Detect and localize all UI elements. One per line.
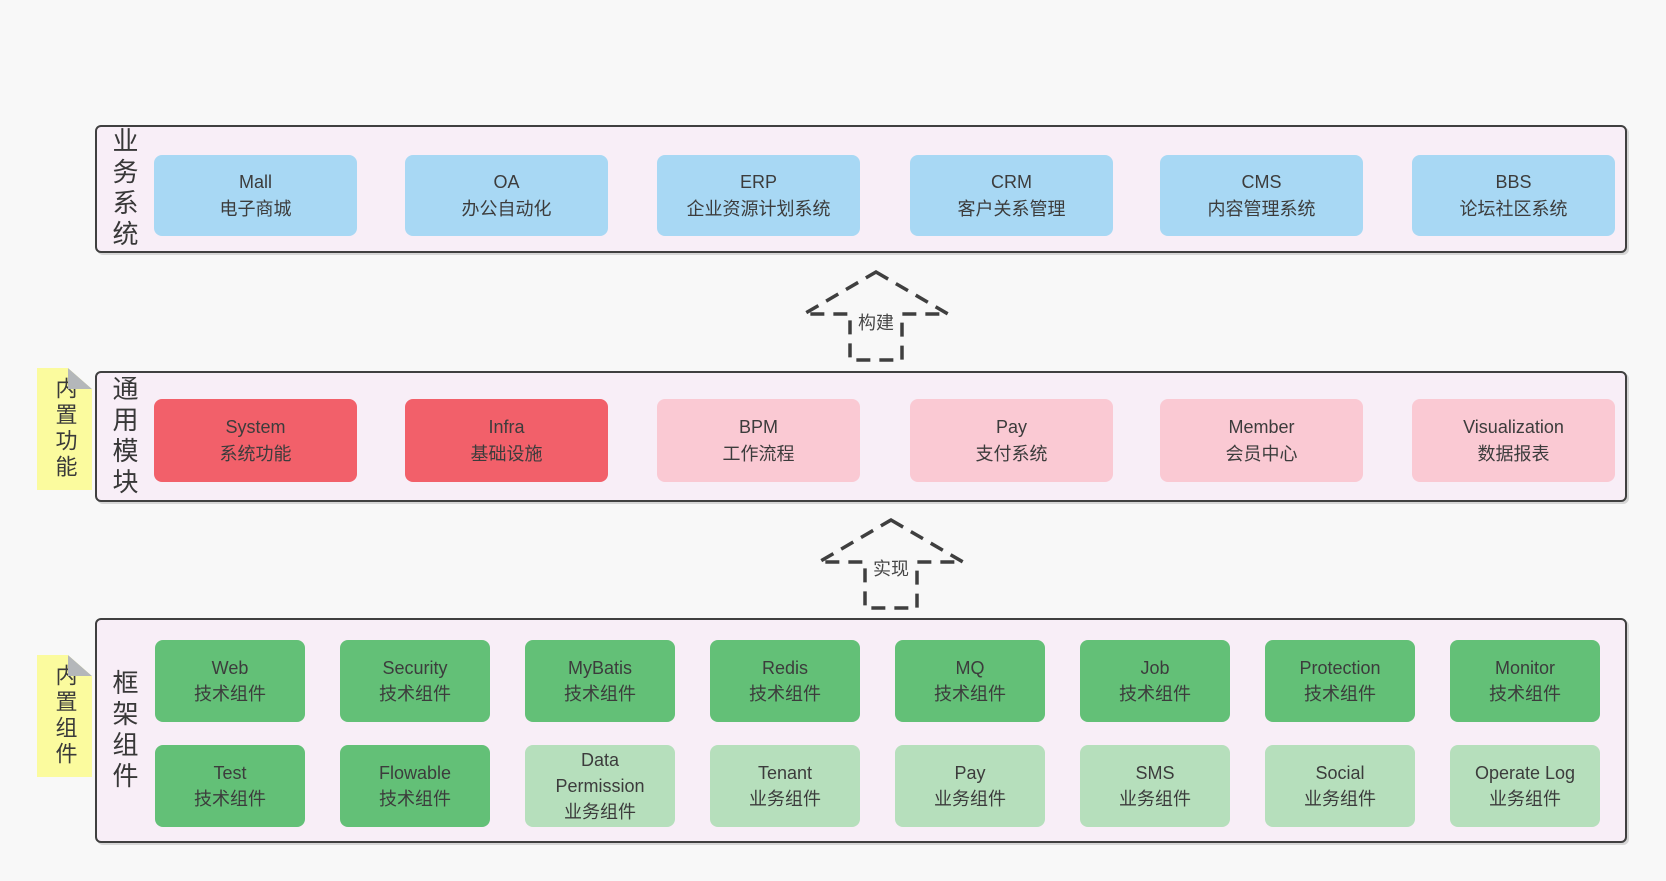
box-name: Security <box>382 657 448 678</box>
build-arrow-label: 构建 <box>853 307 899 337</box>
box-mybatis: MyBatis 技术组件 <box>525 640 675 722</box>
box-crm: CRM 客户关系管理 <box>910 155 1113 236</box>
box-bbs: BBS 论坛社区系统 <box>1412 155 1615 236</box>
box-desc: 客户关系管理 <box>957 198 1066 219</box>
layer-common-modules: 通用模块 System 系统功能 Infra 基础设施 BPM 工作流程 Pay… <box>95 371 1627 502</box>
box-name: BBS <box>1495 172 1532 193</box>
sticky-note-builtin-features: 内置功能 <box>37 368 92 490</box>
box-name: Web <box>211 657 249 678</box>
layer-business-systems: 业务系统 Mall 电子商城 OA 办公自动化 ERP 企业资源计划系统 CRM… <box>95 125 1627 253</box>
sticky-note-label: 内置功能 <box>52 377 78 481</box>
box-name: Pay <box>954 762 986 783</box>
box-desc: 数据报表 <box>1477 443 1550 464</box>
box-name: Tenant <box>757 762 813 783</box>
box-desc: 技术组件 <box>749 684 821 704</box>
box-erp: ERP 企业资源计划系统 <box>657 155 860 236</box>
box-oa: OA 办公自动化 <box>405 155 608 236</box>
box-name: Visualization <box>1463 417 1564 438</box>
box-desc: 支付系统 <box>975 443 1048 464</box>
box-desc: 技术组件 <box>564 684 636 704</box>
layer-title: 框架组件 <box>109 668 139 793</box>
box-desc: 系统功能 <box>219 443 292 464</box>
box-desc: 业务组件 <box>1489 789 1561 809</box>
box-name: Mall <box>238 172 272 193</box>
folded-corner-icon <box>68 655 92 676</box>
layer-title: 业务系统 <box>109 127 139 251</box>
box-mall: Mall 电子商城 <box>154 155 357 236</box>
box-pay-module: Pay 支付系统 <box>910 399 1113 482</box>
box-security: Security 技术组件 <box>340 640 490 722</box>
box-desc: 技术组件 <box>1489 684 1561 704</box>
box-desc: 技术组件 <box>934 684 1006 704</box>
box-desc: 业务组件 <box>1119 789 1191 809</box>
box-member: Member 会员中心 <box>1160 399 1363 482</box>
box-desc: 业务组件 <box>934 789 1006 809</box>
box-redis: Redis 技术组件 <box>710 640 860 722</box>
box-name: System <box>225 417 286 438</box>
box-test: Test 技术组件 <box>155 745 305 827</box>
folded-corner-icon <box>68 368 92 389</box>
box-name: Operate Log <box>1474 762 1576 783</box>
box-cms: CMS 内容管理系统 <box>1160 155 1363 236</box>
box-bpm: BPM 工作流程 <box>657 399 860 482</box>
box-job: Job 技术组件 <box>1080 640 1230 722</box>
box-desc: 技术组件 <box>194 684 266 704</box>
box-name: Redis <box>761 657 809 678</box>
layer-framework-components: 框架组件 Web 技术组件 Security 技术组件 MyBatis 技术组件… <box>95 618 1627 843</box>
box-name: Member <box>1228 417 1295 438</box>
box-desc: 企业资源计划系统 <box>686 198 831 219</box>
box-name: Test <box>213 762 247 783</box>
box-desc: 基础设施 <box>470 443 543 464</box>
box-desc: 电子商城 <box>219 198 292 219</box>
box-desc: 技术组件 <box>379 684 451 704</box>
box-tenant: Tenant 业务组件 <box>710 745 860 827</box>
box-desc: 论坛社区系统 <box>1459 198 1568 219</box>
box-sms: SMS 业务组件 <box>1080 745 1230 827</box>
box-name: OA <box>493 172 520 193</box>
box-desc: 技术组件 <box>1304 684 1376 704</box>
implement-arrow-label: 实现 <box>868 553 914 583</box>
box-data-permission: Data Permission 业务组件 <box>525 745 675 827</box>
box-operate-log: Operate Log 业务组件 <box>1450 745 1600 827</box>
box-name: CMS <box>1241 172 1282 193</box>
box-name: SMS <box>1135 762 1175 783</box>
box-name: Pay <box>995 417 1028 438</box>
box-desc: 技术组件 <box>1119 684 1191 704</box>
box-name: Job <box>1140 657 1170 678</box>
sticky-note-label: 内置组件 <box>52 664 78 768</box>
box-desc: 业务组件 <box>564 802 636 823</box>
box-name: Infra <box>488 417 525 438</box>
box-monitor: Monitor 技术组件 <box>1450 640 1600 722</box>
box-infra: Infra 基础设施 <box>405 399 608 482</box>
box-name: CRM <box>991 172 1032 193</box>
box-visualization: Visualization 数据报表 <box>1412 399 1615 482</box>
box-name: Social <box>1315 762 1365 783</box>
box-desc: 业务组件 <box>749 789 821 809</box>
box-social: Social 业务组件 <box>1265 745 1415 827</box>
box-desc: 技术组件 <box>379 789 451 809</box>
box-name: BPM <box>738 417 778 438</box>
box-desc: 业务组件 <box>1304 789 1376 809</box>
box-name: MyBatis <box>567 657 632 678</box>
box-pay-component: Pay 业务组件 <box>895 745 1045 827</box>
box-flowable: Flowable 技术组件 <box>340 745 490 827</box>
layer-title: 通用模块 <box>109 374 139 499</box>
box-mq: MQ 技术组件 <box>895 640 1045 722</box>
box-name: Flowable <box>378 762 452 783</box>
box-system: System 系统功能 <box>154 399 357 482</box>
box-name: ERP <box>739 172 777 193</box>
box-name: Monitor <box>1494 657 1556 678</box>
box-desc: 技术组件 <box>194 789 266 809</box>
box-name: Protection <box>1299 657 1381 678</box>
box-protection: Protection 技术组件 <box>1265 640 1415 722</box>
box-name: Data Permission <box>555 749 645 796</box>
box-web: Web 技术组件 <box>155 640 305 722</box>
box-desc: 工作流程 <box>722 443 795 464</box>
box-desc: 办公自动化 <box>461 198 552 219</box>
box-name: MQ <box>955 657 985 678</box>
sticky-note-builtin-components: 内置组件 <box>37 655 92 777</box>
box-desc: 会员中心 <box>1225 443 1298 464</box>
box-desc: 内容管理系统 <box>1207 198 1316 219</box>
